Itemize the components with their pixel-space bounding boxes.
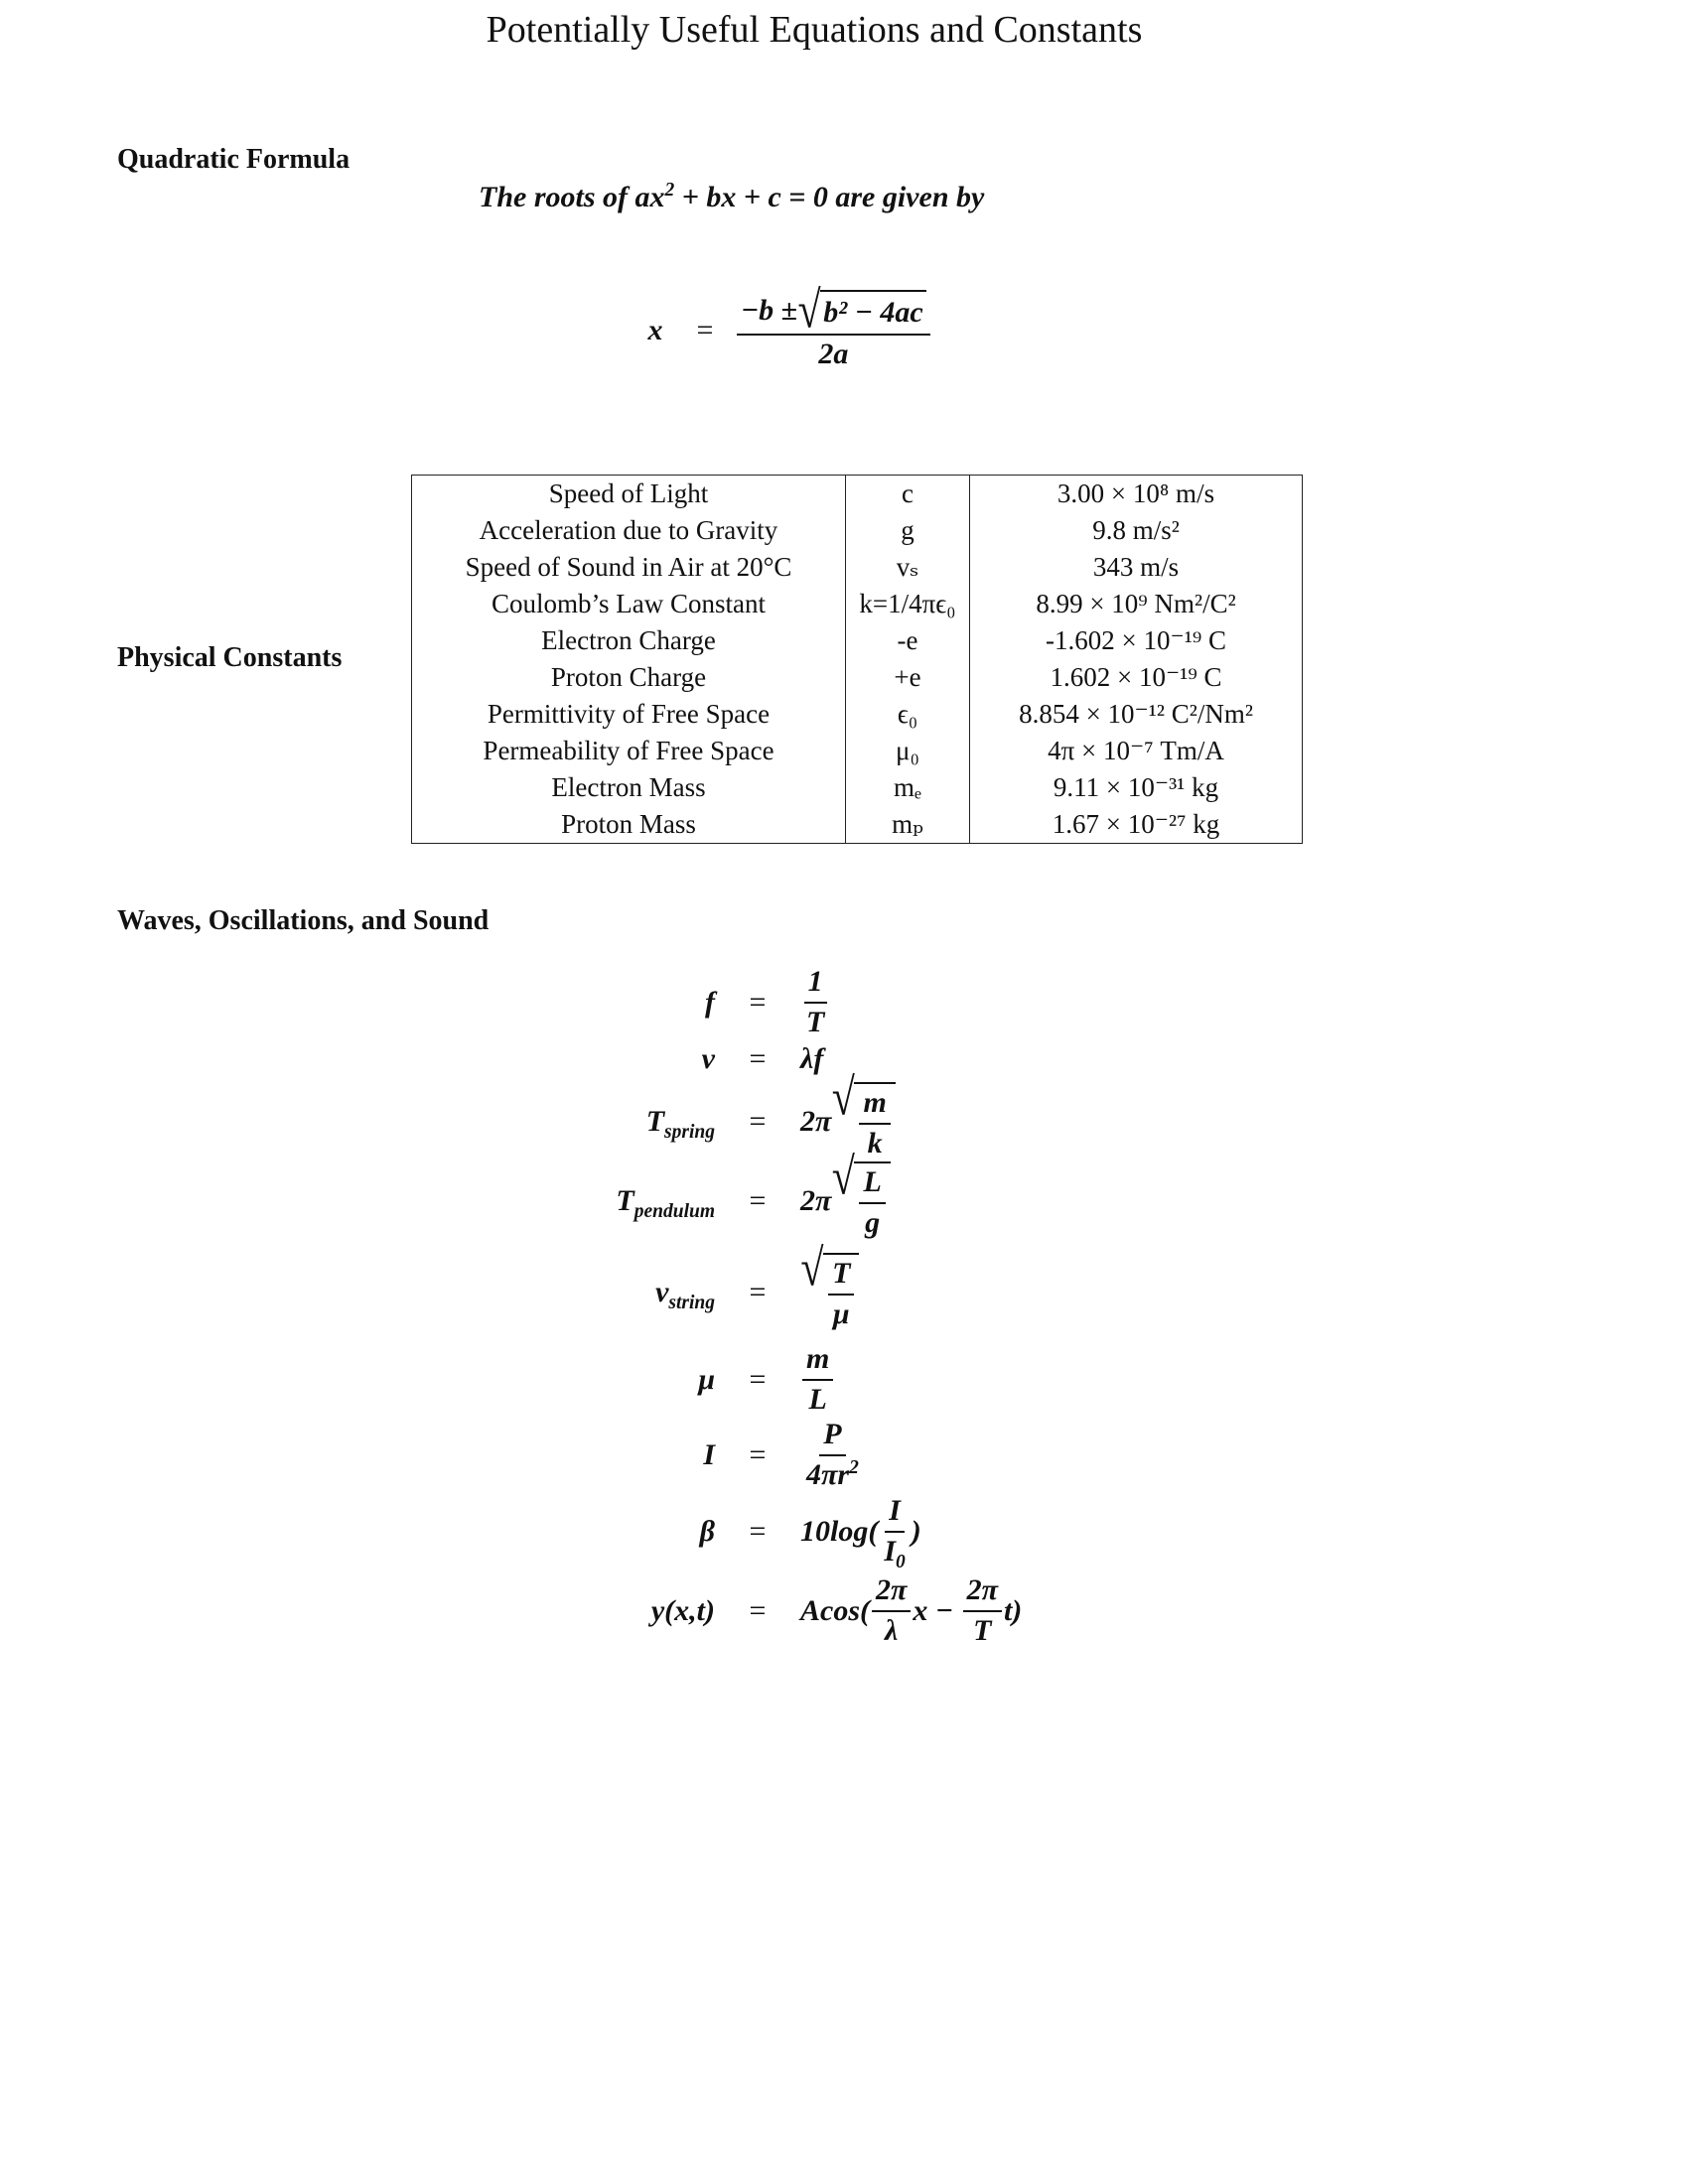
- eq-wave-speed: v= λf: [556, 1042, 824, 1076]
- constant-name: Coulomb’s Law Constant: [411, 586, 846, 622]
- statement-prefix: The roots of: [479, 181, 635, 213]
- constant-name: Electron Charge: [411, 622, 846, 659]
- page-title: Potentially Useful Equations and Constan…: [486, 9, 1143, 51]
- quadratic-fraction: −b ± √b² − 4ac 2a: [737, 285, 930, 372]
- constant-name: Speed of Light: [411, 475, 846, 512]
- quadratic-statement: The roots of ax2 + bx + c = 0 are given …: [479, 181, 984, 214]
- constant-value: 3.00 × 10⁸ m/s: [1056, 478, 1215, 508]
- constant-name: Permittivity of Free Space: [411, 696, 846, 733]
- quadratic-lhs: x: [647, 314, 663, 347]
- constant-value: 1.602 × 10⁻¹⁹ C: [1050, 662, 1222, 692]
- constant-name: Proton Mass: [411, 806, 846, 844]
- constant-symbol: mₑ: [845, 769, 970, 806]
- eq-lhs: β: [699, 1514, 715, 1548]
- sqrt-icon: √b² − 4ac: [797, 285, 926, 337]
- constant-name: Acceleration due to Gravity: [411, 512, 846, 549]
- constant-symbol: μ₀: [845, 733, 970, 769]
- eq-lhs: Tpendulum: [616, 1183, 715, 1222]
- eq-lhs: y(x,t): [650, 1593, 715, 1627]
- eq-lhs: Tspring: [645, 1104, 715, 1143]
- constant-symbol: g: [845, 512, 970, 549]
- constant-value: 8.99 × 10⁹ Nm²/C²: [1036, 589, 1236, 618]
- statement-suffix: are given by: [827, 181, 985, 213]
- eq-lhs: I: [703, 1437, 715, 1471]
- constant-value: -1.602 × 10⁻¹⁹ C: [1046, 625, 1226, 655]
- constants-row: Proton Charge+e 1.602 × 10⁻¹⁹ C: [411, 659, 1303, 696]
- eq-rhs: λf: [800, 1042, 824, 1075]
- constant-symbol: ϵ₀: [845, 696, 970, 733]
- constant-value: 9.8 m/s²: [1092, 515, 1180, 545]
- eq-lhs: f: [705, 985, 715, 1019]
- constant-name: Permeability of Free Space: [411, 733, 846, 769]
- constant-symbol: -e: [845, 622, 970, 659]
- constant-symbol: mₚ: [845, 806, 970, 844]
- constant-name: Proton Charge: [411, 659, 846, 696]
- constant-name: Speed of Sound in Air at 20°C: [411, 549, 846, 586]
- constant-symbol: c: [845, 475, 970, 512]
- quadratic-equation: ax2 + bx + c = 0: [634, 180, 828, 213]
- eq-lhs: vstring: [655, 1275, 715, 1313]
- quadratic-radicand: b² − 4ac: [820, 290, 926, 332]
- constant-value: 8.854 × 10⁻¹² C²/Nm²: [1019, 699, 1253, 729]
- eq-lhs: v: [701, 1042, 715, 1075]
- constants-row: Electron Charge-e -1.602 × 10⁻¹⁹ C: [411, 622, 1303, 659]
- quadratic-formula: x = −b ± √b² − 4ac 2a: [635, 285, 932, 372]
- constant-name: Electron Mass: [411, 769, 846, 806]
- constants-heading: Physical Constants: [117, 642, 343, 673]
- eq-lhs: μ: [698, 1362, 715, 1396]
- constant-symbol: vₛ: [845, 549, 970, 586]
- constant-value: 1.67 × 10⁻²⁷ kg: [1052, 809, 1220, 839]
- quadratic-equals: =: [696, 314, 714, 347]
- constant-symbol: k=1/4πϵ₀: [845, 586, 970, 622]
- quadratic-denominator: 2a: [818, 338, 849, 370]
- constant-value: 343 m/s: [1092, 552, 1180, 582]
- quadratic-numerator: −b ±: [741, 293, 798, 327]
- constant-value: 4π × 10⁻⁷ Tm/A: [1048, 736, 1224, 765]
- waves-heading: Waves, Oscillations, and Sound: [117, 905, 490, 936]
- constant-value: 9.11 × 10⁻³¹ kg: [1053, 772, 1219, 802]
- quadratic-heading: Quadratic Formula: [117, 144, 351, 175]
- constant-symbol: +e: [845, 659, 970, 696]
